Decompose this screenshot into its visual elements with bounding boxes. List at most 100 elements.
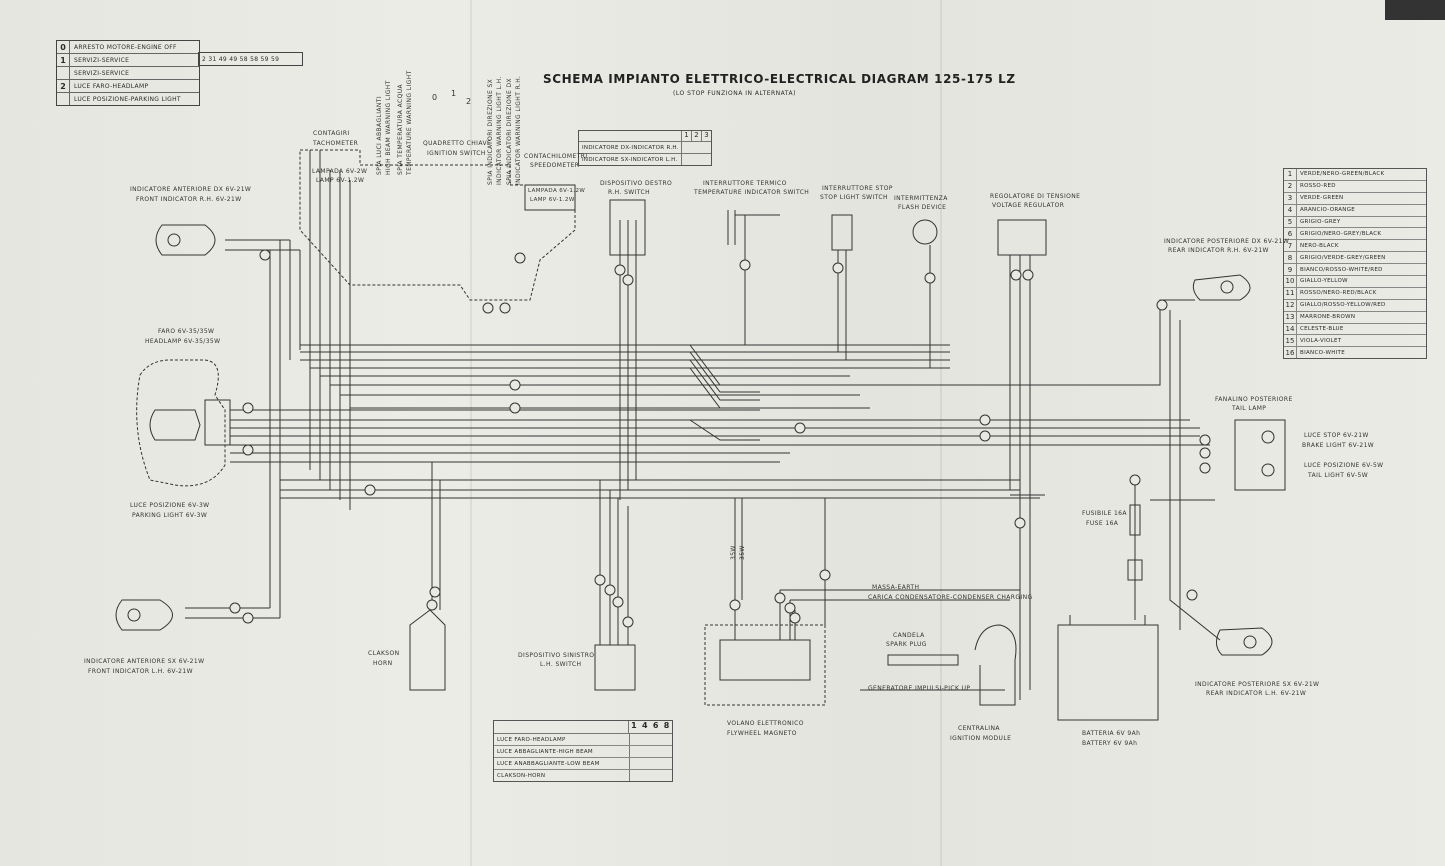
row-label: INDICATORE DX-INDICATOR R.H. xyxy=(579,142,682,153)
header-cell: 2 xyxy=(692,131,702,141)
row-label: LUCE POSIZIONE-PARKING LIGHT xyxy=(74,95,181,103)
flywheel-label-en: FLYWHEEL MAGNETO xyxy=(727,730,797,737)
fuse-label: FUSIBILE 16A xyxy=(1082,510,1127,517)
key-position: 1 xyxy=(451,89,457,98)
front-indicator-lh-label: INDICATORE ANTERIORE SX 6V-21W xyxy=(84,658,205,665)
row-number: 7 xyxy=(1284,240,1297,252)
row-label: GIALLO/ROSSO-YELLOW/RED xyxy=(1300,302,1386,309)
row-label: BIANCO-WHITE xyxy=(1300,349,1345,356)
paper-fold xyxy=(470,0,472,866)
table-row: CLAKSON-HORN xyxy=(494,770,672,781)
front-indicator-lh-label-en: FRONT INDICATOR L.H. 6V-21W xyxy=(88,668,193,675)
row-number: 10 xyxy=(1284,276,1297,287)
row-number: 2 xyxy=(57,80,70,92)
row-label: GRIGIO/VERDE-GREY/GREEN xyxy=(1300,254,1386,261)
fuse-and-battery xyxy=(1057,480,1159,721)
row-label: VERDE-GREEN xyxy=(1300,195,1344,202)
row-number: 6 xyxy=(1284,228,1297,240)
tachometer-label-en: TACHOMETER xyxy=(313,140,359,147)
background-edge xyxy=(1385,0,1445,20)
row-number: 11 xyxy=(1284,287,1297,299)
row-label: GRIGIO/NERO-GREY/BLACK xyxy=(1300,230,1382,237)
high-beam-warning-label: SPIA LUCI ABBAGLIANTI xyxy=(376,95,383,175)
row-number: 12 xyxy=(1284,299,1297,311)
row-label: LUCE ANABBAGLIANTE-LOW BEAM xyxy=(494,758,630,769)
row-label: SERVIZI-SERVICE xyxy=(74,56,130,64)
harness-horizontal xyxy=(230,344,1210,499)
35w-label: 35W xyxy=(730,545,737,560)
table-row: LUCE ABBAGLIANTE-HIGH BEAM xyxy=(494,746,672,758)
connectors xyxy=(229,249,1211,628)
flasher-label: INTERMITTENZA xyxy=(894,195,948,202)
spark-plug xyxy=(887,654,959,666)
front-indicator-rh-label-en: FRONT INDICATOR R.H. 6V-21W xyxy=(136,196,242,203)
earth-label: MASSA-EARTH xyxy=(872,584,920,591)
row-label: VERDE/NERO-GREEN/BLACK xyxy=(1300,171,1385,178)
lh-indicator-warning-label: SPIA INDICATORI DIREZIONE SX xyxy=(487,78,494,185)
row-number: 14 xyxy=(1284,323,1297,335)
rear-indicator-rh-label: INDICATORE POSTERIORE DX 6V-21W xyxy=(1164,238,1290,245)
row-label: ARANCIO-ORANGE xyxy=(1300,207,1356,214)
speedometer-lamp-label-en: LAMP 6V-1.2W xyxy=(530,197,575,203)
horn-label-en: HORN xyxy=(373,660,393,667)
tail-lamp-label: FANALINO POSTERIORE xyxy=(1215,396,1293,403)
row-label: CELESTE-BLUE xyxy=(1300,326,1344,333)
row-number: 5 xyxy=(1284,216,1297,228)
parking-light-label-en: PARKING LIGHT 6V-3W xyxy=(132,512,208,519)
battery-label-en: BATTERY 6V 9Ah xyxy=(1082,740,1138,747)
temp-switch-label: INTERRUTTORE TERMICO xyxy=(703,180,787,187)
tail-lamp-label-en: TAIL LAMP xyxy=(1232,405,1267,412)
lh-indicator-warning-label-en: INDICATOR WARNING LIGHT L.H. xyxy=(496,76,503,185)
brake-light-label: LUCE STOP 6V-21W xyxy=(1304,432,1369,439)
row-label: MARRONE-BROWN xyxy=(1300,314,1356,321)
ignition-module-label: CENTRALINA xyxy=(958,725,1000,732)
header-cell: 3 xyxy=(704,131,709,139)
table-row: LUCE ANABBAGLIANTE-LOW BEAM xyxy=(494,758,672,770)
speedometer-label-en: SPEEDOMETER xyxy=(530,162,580,169)
diagram-subtitle: (LO STOP FUNZIONA IN ALTERNATA) xyxy=(673,90,796,97)
key-position: 0 xyxy=(432,93,438,102)
table-header: 1 2 3 xyxy=(579,131,711,142)
tachometer-lamp-label-en: LAMP 6V-1.2W xyxy=(316,177,365,184)
harness-crossing xyxy=(689,344,760,441)
rear-indicator-rh-label-en: REAR INDICATOR R.H. 6V-21W xyxy=(1168,247,1269,254)
35w-label: 35W xyxy=(739,545,746,560)
row-label: NERO-BLACK xyxy=(1300,242,1339,249)
dashboard-outline xyxy=(299,149,576,301)
row-number xyxy=(57,67,70,79)
flywheel-magneto xyxy=(704,590,826,706)
row-label: INDICATORE SX-INDICATOR L.H. xyxy=(579,154,682,165)
lh-switch-box xyxy=(594,644,636,691)
flywheel-label: VOLANO ELETTRONICO xyxy=(727,720,804,727)
row-number: 1 xyxy=(57,54,70,66)
headlamp-label: FARO 6V-35/35W xyxy=(158,328,215,335)
row-label: ROSSO/NERO-RED/BLACK xyxy=(1300,290,1377,297)
table-row: LUCE FARO-HEADLAMP xyxy=(494,734,672,746)
ignition-switch-label-en: IGNITION SWITCH xyxy=(427,150,486,157)
front-indicator-rh-label: INDICATORE ANTERIORE DX 6V-21W xyxy=(130,186,252,193)
temp-switch-label-en: TEMPERATURE INDICATOR SWITCH xyxy=(694,189,810,196)
table-row: INDICATORE DX-INDICATOR R.H. xyxy=(579,142,711,154)
stop-switch-label: INTERRUTTORE STOP xyxy=(822,185,893,192)
rh-indicator-warning-label-en: INDICATOR WARNING LIGHT R.H. xyxy=(515,75,522,185)
temperature-warning-label: SPIA TEMPERATURA ACQUA xyxy=(397,83,404,175)
row-label: VIOLA-VIOLET xyxy=(1300,337,1342,344)
row-number: 8 xyxy=(1284,252,1297,264)
row-number: 3 xyxy=(1284,192,1297,204)
tail-light-label: LUCE POSIZIONE 6V-5W xyxy=(1304,462,1384,469)
row-label: LUCE ABBAGLIANTE-HIGH BEAM xyxy=(494,746,630,757)
